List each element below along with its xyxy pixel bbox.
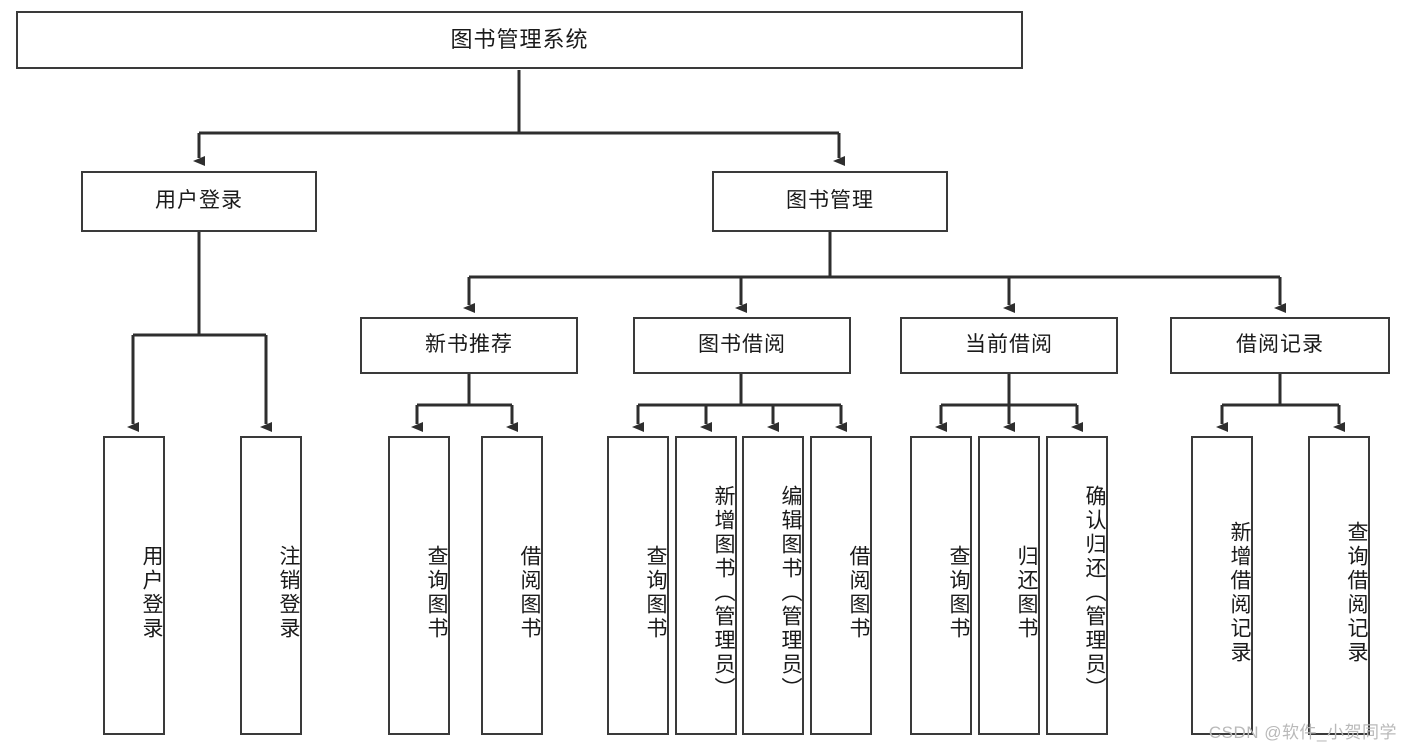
node-root-system[interactable]: 图书管理系统 bbox=[16, 11, 1023, 69]
node-borrow-record[interactable]: 借阅记录 bbox=[1170, 317, 1390, 374]
leaf-borrow-record-add[interactable]: 新增借阅记录 bbox=[1191, 436, 1253, 735]
leaf-book-borrow-add[interactable]: 新增图书（管理员） bbox=[675, 436, 737, 735]
node-label: 图书管理 bbox=[786, 189, 874, 213]
node-label: 图书借阅 bbox=[698, 333, 786, 357]
node-label: 用户登录 bbox=[140, 544, 163, 641]
leaf-user-login-signout[interactable]: 注销登录 bbox=[240, 436, 302, 735]
node-current-borrow[interactable]: 当前借阅 bbox=[900, 317, 1118, 374]
leaf-new-book-query[interactable]: 查询图书 bbox=[388, 436, 450, 735]
node-label: 当前借阅 bbox=[965, 333, 1053, 357]
leaf-book-borrow-borrow[interactable]: 借阅图书 bbox=[810, 436, 872, 735]
node-label: 确认归还（管理员） bbox=[1083, 484, 1106, 701]
node-book-borrow[interactable]: 图书借阅 bbox=[633, 317, 851, 374]
node-new-book-recommend[interactable]: 新书推荐 bbox=[360, 317, 578, 374]
node-label: 借阅记录 bbox=[1236, 333, 1324, 357]
node-label: 借阅图书 bbox=[518, 544, 541, 641]
leaf-current-borrow-confirm-return[interactable]: 确认归还（管理员） bbox=[1046, 436, 1108, 735]
leaf-current-borrow-return[interactable]: 归还图书 bbox=[978, 436, 1040, 735]
node-user-login[interactable]: 用户登录 bbox=[81, 171, 317, 232]
node-label: 新增借阅记录 bbox=[1228, 520, 1251, 665]
node-label: 图书管理系统 bbox=[450, 27, 589, 53]
node-label: 查询图书 bbox=[425, 544, 448, 641]
leaf-book-borrow-query[interactable]: 查询图书 bbox=[607, 436, 669, 735]
leaf-borrow-record-query[interactable]: 查询借阅记录 bbox=[1308, 436, 1370, 735]
node-label: 新书推荐 bbox=[425, 333, 513, 357]
node-label: 用户登录 bbox=[155, 189, 243, 213]
node-label: 借阅图书 bbox=[847, 544, 870, 641]
node-label: 查询图书 bbox=[947, 544, 970, 641]
node-label: 注销登录 bbox=[277, 544, 300, 641]
node-label: 编辑图书（管理员） bbox=[779, 484, 802, 701]
csdn-watermark: CSDN @软件_小贺同学 bbox=[1208, 723, 1397, 742]
node-book-management[interactable]: 图书管理 bbox=[712, 171, 948, 232]
node-label: 新增图书（管理员） bbox=[712, 484, 735, 701]
leaf-book-borrow-edit[interactable]: 编辑图书（管理员） bbox=[742, 436, 804, 735]
node-label: 归还图书 bbox=[1015, 544, 1038, 641]
leaf-new-book-borrow[interactable]: 借阅图书 bbox=[481, 436, 543, 735]
leaf-current-borrow-query[interactable]: 查询图书 bbox=[910, 436, 972, 735]
node-label: 查询借阅记录 bbox=[1345, 520, 1368, 665]
leaf-user-login-signin[interactable]: 用户登录 bbox=[103, 436, 165, 735]
node-label: 查询图书 bbox=[644, 544, 667, 641]
